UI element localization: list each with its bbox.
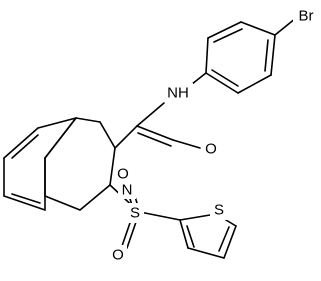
label-background [126,203,144,223]
bond [172,139,201,149]
thiophene-ring [179,213,237,259]
atom-labels: Br NH O N S O O S [109,6,319,265]
bond [44,117,77,159]
bond [99,121,116,149]
atom-label-sulfonyl-o-top: O [117,166,129,183]
bond [211,69,239,87]
bond [205,72,239,94]
bond [264,39,269,72]
bond [44,195,81,211]
atom-label-carbonyl-o: O [205,141,217,158]
atom-label-sulfonyl-s: S [130,205,140,222]
bond [126,221,137,249]
label-background [210,200,228,220]
bond [11,193,41,204]
bond [37,117,77,129]
bond [121,219,132,247]
bond [75,117,101,123]
bond [3,127,39,159]
atom-label-br: Br [299,8,314,25]
bond [109,147,116,186]
label-background [165,83,193,103]
bond [11,134,39,159]
label-background [109,245,127,265]
bond [137,132,172,147]
tetrahydroisoquinoline-ring [44,117,116,211]
label-background [114,164,132,184]
bond [114,125,138,149]
atom-label-ring-n: N [122,182,133,199]
bond [139,211,181,221]
bond [207,21,242,39]
bromophenyl-ring [205,17,297,94]
bond [240,21,276,36]
atom-label-nh: NH [167,85,189,102]
label-background [202,139,220,159]
bond [186,225,195,248]
bond [223,225,237,259]
bond [237,74,272,94]
atom-label-sulfonyl-o-bottom: O [112,247,124,264]
bond [213,28,243,43]
bond [218,226,230,252]
atom-label-thiophene-s: S [214,202,224,219]
amide-linkage [114,72,207,149]
bond [136,125,174,141]
bond [187,247,225,259]
bond [274,17,297,36]
bond [3,195,46,211]
bond [205,37,209,74]
benzo-ring [3,117,77,211]
bond [136,102,165,127]
bond [79,184,111,211]
label-background [118,181,136,199]
label-background [293,6,319,26]
bond [179,219,189,249]
bond [270,34,276,76]
